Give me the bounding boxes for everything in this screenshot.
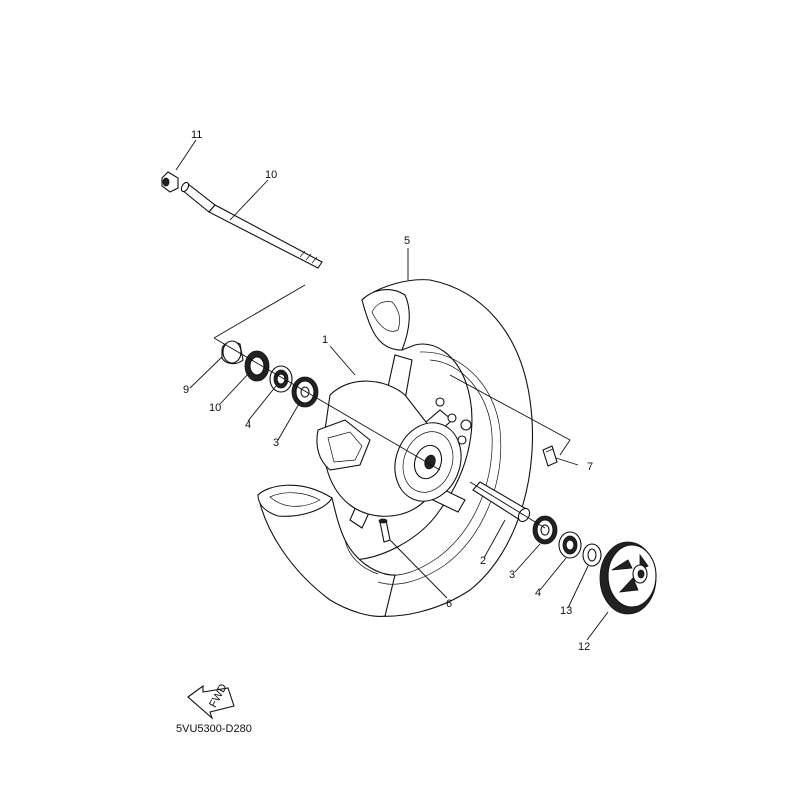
cast-wheel bbox=[316, 351, 502, 585]
callout-9: 9 bbox=[183, 384, 189, 396]
callout-1: 1 bbox=[322, 334, 328, 346]
callout-11: 11 bbox=[191, 129, 202, 141]
callout-5: 5 bbox=[404, 235, 410, 247]
callout-labels: 11 10 5 1 9 10 4 3 7 2 3 4 6 13 12 bbox=[183, 129, 593, 653]
collar bbox=[221, 340, 244, 365]
callout-10: 10 bbox=[209, 402, 221, 414]
callout-4-left: 4 bbox=[245, 419, 251, 431]
callout-3-right: 3 bbox=[509, 569, 515, 581]
callout-8: 10 bbox=[265, 169, 277, 181]
bearing-left bbox=[291, 376, 319, 408]
balance-clip bbox=[542, 445, 558, 467]
bearing-right bbox=[532, 515, 558, 545]
leader-lines bbox=[175, 139, 609, 641]
callout-12: 12 bbox=[578, 641, 590, 653]
washer bbox=[582, 543, 602, 567]
circlip-left bbox=[269, 365, 293, 393]
circlip-right bbox=[558, 531, 582, 559]
meter-gear-assembly bbox=[599, 541, 657, 615]
callout-13: 13 bbox=[560, 605, 572, 617]
callout-3-left: 3 bbox=[273, 437, 279, 449]
drawing-code: 5VU5300-D280 bbox=[176, 723, 252, 735]
callout-7: 7 bbox=[587, 461, 593, 473]
tire-valve bbox=[378, 518, 391, 543]
axle-nut bbox=[161, 171, 179, 193]
callout-4-right: 4 bbox=[535, 587, 541, 599]
axle bbox=[180, 181, 323, 269]
tire bbox=[257, 279, 533, 617]
oil-seal-left bbox=[244, 350, 270, 382]
callout-2: 2 bbox=[480, 555, 486, 567]
forward-arrow-icon: FWD bbox=[187, 682, 235, 720]
callout-6: 6 bbox=[446, 598, 452, 610]
